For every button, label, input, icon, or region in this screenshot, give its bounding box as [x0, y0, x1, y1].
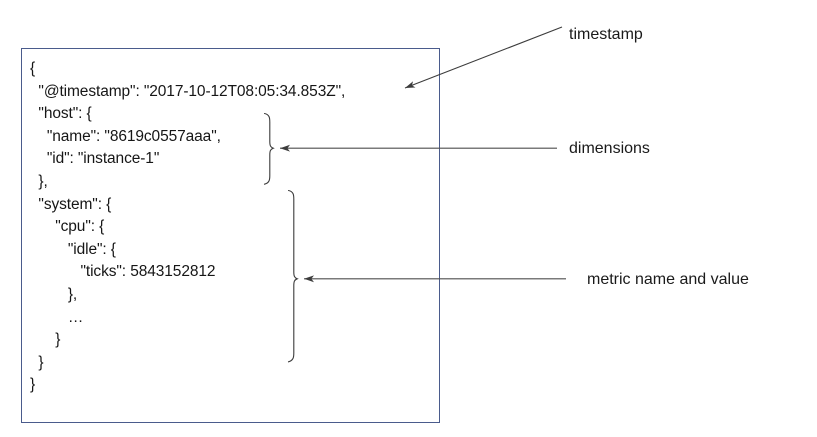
- json-line-host-close: },: [30, 172, 48, 190]
- json-line-timestamp: "@timestamp": "2017-10-12T08:05:34.853Z"…: [30, 82, 346, 100]
- json-code-block: { "@timestamp": "2017-10-12T08:05:34.853…: [30, 58, 345, 397]
- json-line-ellipsis: …: [30, 308, 84, 326]
- json-line-root-close: }: [30, 376, 36, 394]
- callout-label-dimensions: dimensions: [569, 140, 650, 157]
- json-line-idle-open: "idle": {: [30, 240, 116, 258]
- json-line: {: [30, 60, 36, 77]
- json-line-host-open: "host": {: [30, 105, 92, 123]
- json-line-system-open: "system": {: [30, 195, 112, 213]
- json-line-cpu-open: "cpu": {: [30, 218, 105, 236]
- json-line-ticks: "ticks": 5843152812: [30, 263, 216, 281]
- json-line-host-id: "id": "instance-1": [30, 150, 160, 168]
- callout-label-timestamp: timestamp: [569, 26, 643, 43]
- json-line-idle-close: },: [30, 285, 78, 303]
- json-line-system-close: }: [30, 353, 44, 371]
- callout-label-metric: metric name and value: [587, 271, 749, 288]
- json-document-box: { "@timestamp": "2017-10-12T08:05:34.853…: [21, 48, 440, 423]
- json-line-host-name: "name": "8619c0557aaa",: [30, 127, 221, 145]
- json-line-cpu-close: }: [30, 331, 61, 349]
